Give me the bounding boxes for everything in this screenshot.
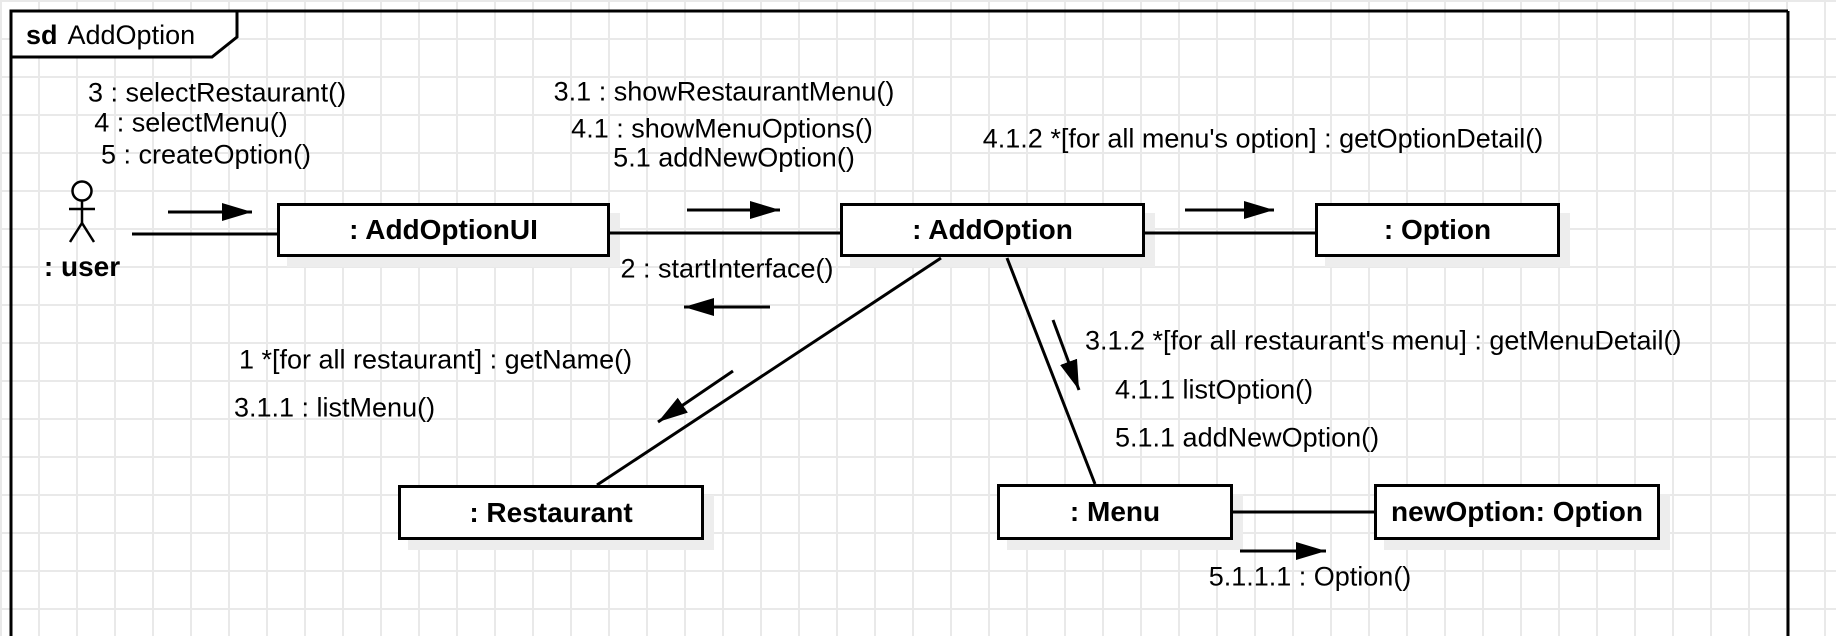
object-box-newoption: newOption: Option: [1374, 484, 1660, 540]
arrow-addoption-to-restaurant: [657, 369, 734, 424]
object-label: : AddOption: [912, 214, 1073, 245]
message-label-5-1-1-1: 5.1.1.1 : Option(): [1208, 561, 1412, 592]
arrow-addoption-to-menu: [1051, 319, 1081, 391]
message-label-5-1: 5.1 addNewOption(): [613, 142, 855, 173]
message-label-4-1-1: 4.1.1 listOption(): [1115, 374, 1314, 405]
object-label: : AddOptionUI: [349, 214, 538, 245]
actor-user-figure: [68, 180, 96, 243]
object-label: newOption: Option: [1391, 496, 1643, 527]
message-label-1: 1 *[for all restaurant] : getName(): [239, 344, 633, 375]
message-label-3: 3 : selectRestaurant(): [87, 77, 347, 108]
object-box-restaurant: : Restaurant: [398, 485, 704, 540]
message-label-2: 2 : startInterface(): [620, 253, 834, 284]
message-label-4: 4 : selectMenu(): [94, 107, 288, 138]
object-box-option: : Option: [1315, 203, 1560, 257]
object-box-addoption: : AddOption: [840, 203, 1145, 257]
object-label: : Menu: [1069, 496, 1161, 527]
message-label-3-1: 3.1 : showRestaurantMenu(): [553, 76, 895, 107]
object-box-addoptionui: : AddOptionUI: [277, 203, 610, 257]
message-label-4-1-2: 4.1.2 *[for all menu's option] : getOpti…: [982, 123, 1544, 154]
message-label-5: 5 : createOption(): [100, 139, 312, 170]
link-addoption-restaurant: [596, 256, 942, 487]
message-label-3-1-1: 3.1.1 : listMenu(): [234, 392, 436, 423]
object-label: : Restaurant: [469, 496, 633, 528]
frame-label: sd AddOption: [26, 20, 195, 51]
object-box-menu: : Menu: [997, 484, 1233, 540]
message-label-3-1-2: 3.1.2 *[for all restaurant's menu] : get…: [1085, 325, 1682, 356]
actor-label: : user: [43, 251, 121, 282]
frame-name: AddOption: [67, 20, 196, 50]
message-label-4-1: 4.1 : showMenuOptions(): [571, 113, 873, 144]
frame-keyword: sd: [26, 20, 58, 50]
message-label-5-1-1: 5.1.1 addNewOption(): [1115, 422, 1380, 453]
link-addoption-menu: [1005, 257, 1097, 485]
object-label: : Option: [1383, 214, 1492, 245]
